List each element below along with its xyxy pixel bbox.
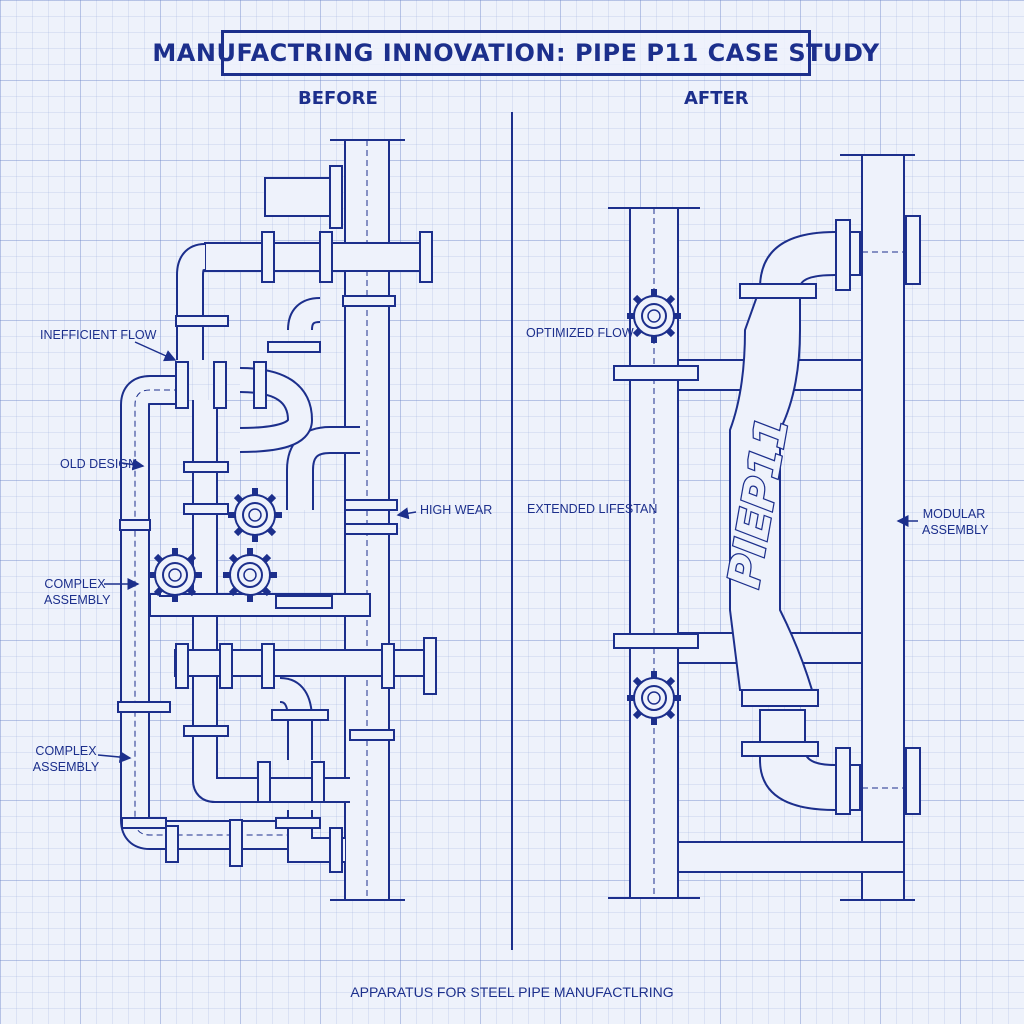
title-box: MANUFACTRING INNOVATION: PIPE P11 CASE S… bbox=[152, 30, 879, 76]
after-flanges bbox=[613, 215, 921, 815]
leader-arrows bbox=[97, 341, 918, 763]
label-complex-assembly-1: COMPLEX ASSEMBLY bbox=[44, 577, 111, 607]
label-high-wear: HIGH WEAR bbox=[420, 503, 493, 517]
label-inefficient-flow: INEFFICIENT FLOW bbox=[40, 328, 157, 342]
after-heading: AFTER bbox=[684, 88, 749, 109]
before-pipework bbox=[120, 139, 433, 901]
label-optimized-flow: OPTIMIZED FLOW bbox=[526, 326, 634, 340]
before-heading: BEFORE bbox=[298, 88, 378, 109]
label-complex-assembly-2: COMPLEX ASSEMBLY bbox=[32, 744, 100, 774]
page-title: MANUFACTRING INNOVATION: PIPE P11 CASE S… bbox=[152, 39, 880, 67]
label-extended-lifespan: EXTENDED LIFESTAN bbox=[527, 502, 658, 516]
label-old-design: OLD DESIGN bbox=[60, 457, 138, 471]
caption: APPARATUS FOR STEEL PIPE MANUFACTLRING bbox=[350, 984, 674, 1000]
label-modular-assembly: MODULAR ASSEMBLY bbox=[922, 507, 989, 537]
